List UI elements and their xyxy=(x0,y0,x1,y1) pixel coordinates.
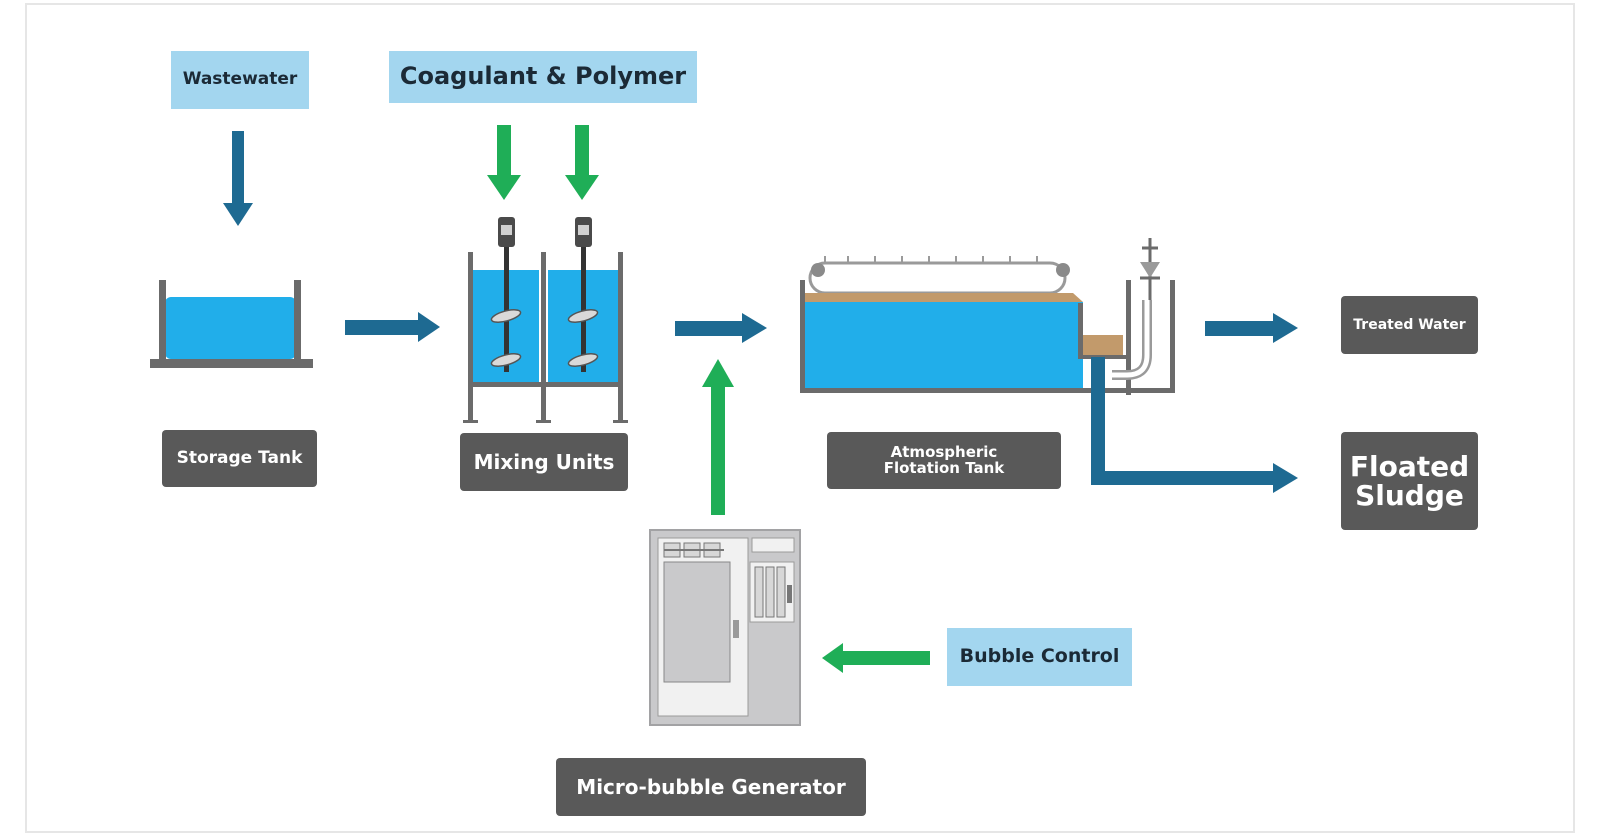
mixing-units-icon xyxy=(463,217,628,423)
coagulant-dosing-arrow-1 xyxy=(487,125,521,200)
treated-water-label: Treated Water xyxy=(1341,296,1478,354)
flotation-tank-icon xyxy=(800,238,1175,395)
wastewater-inflow-arrow xyxy=(223,131,253,226)
micro-bubble-injection-arrow xyxy=(702,359,734,515)
flow-arrow-to-treated-water xyxy=(1205,313,1298,343)
floated-sludge-label: Floated Sludge xyxy=(1341,432,1478,530)
micro-bubble-generator-label: Micro-bubble Generator xyxy=(556,758,866,816)
wastewater-label: Wastewater xyxy=(171,51,309,109)
coagulant-dosing-arrow-2 xyxy=(565,125,599,200)
flow-arrow-storage-to-mixing xyxy=(345,312,440,342)
coagulant-polymer-label: Coagulant & Polymer xyxy=(389,51,697,103)
flotation-tank-label: Atmospheric Flotation Tank xyxy=(827,432,1061,489)
bubble-control-arrow xyxy=(822,643,930,673)
flow-arrow-mixing-to-flotation xyxy=(675,313,767,343)
micro-bubble-generator-icon xyxy=(649,529,801,726)
bubble-control-label: Bubble Control xyxy=(947,628,1132,686)
storage-tank-label: Storage Tank xyxy=(162,430,317,487)
storage-tank-icon xyxy=(150,280,313,368)
mixing-units-label: Mixing Units xyxy=(460,433,628,491)
flow-arrow-to-floated-sludge xyxy=(1091,357,1298,493)
